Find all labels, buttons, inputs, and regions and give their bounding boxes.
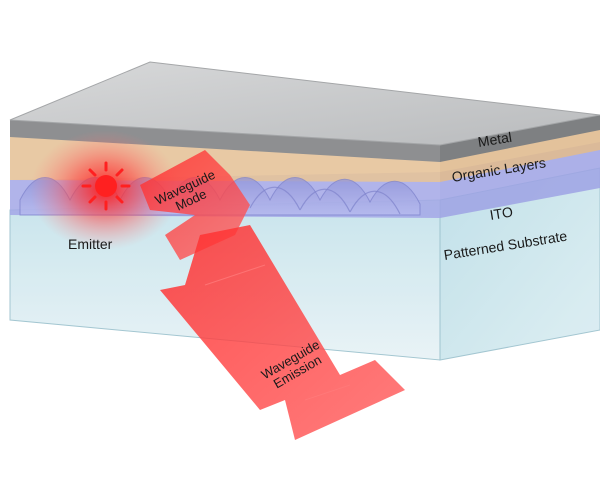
label-emitter: Emitter	[68, 237, 112, 252]
emitter-sun-icon	[83, 163, 129, 209]
